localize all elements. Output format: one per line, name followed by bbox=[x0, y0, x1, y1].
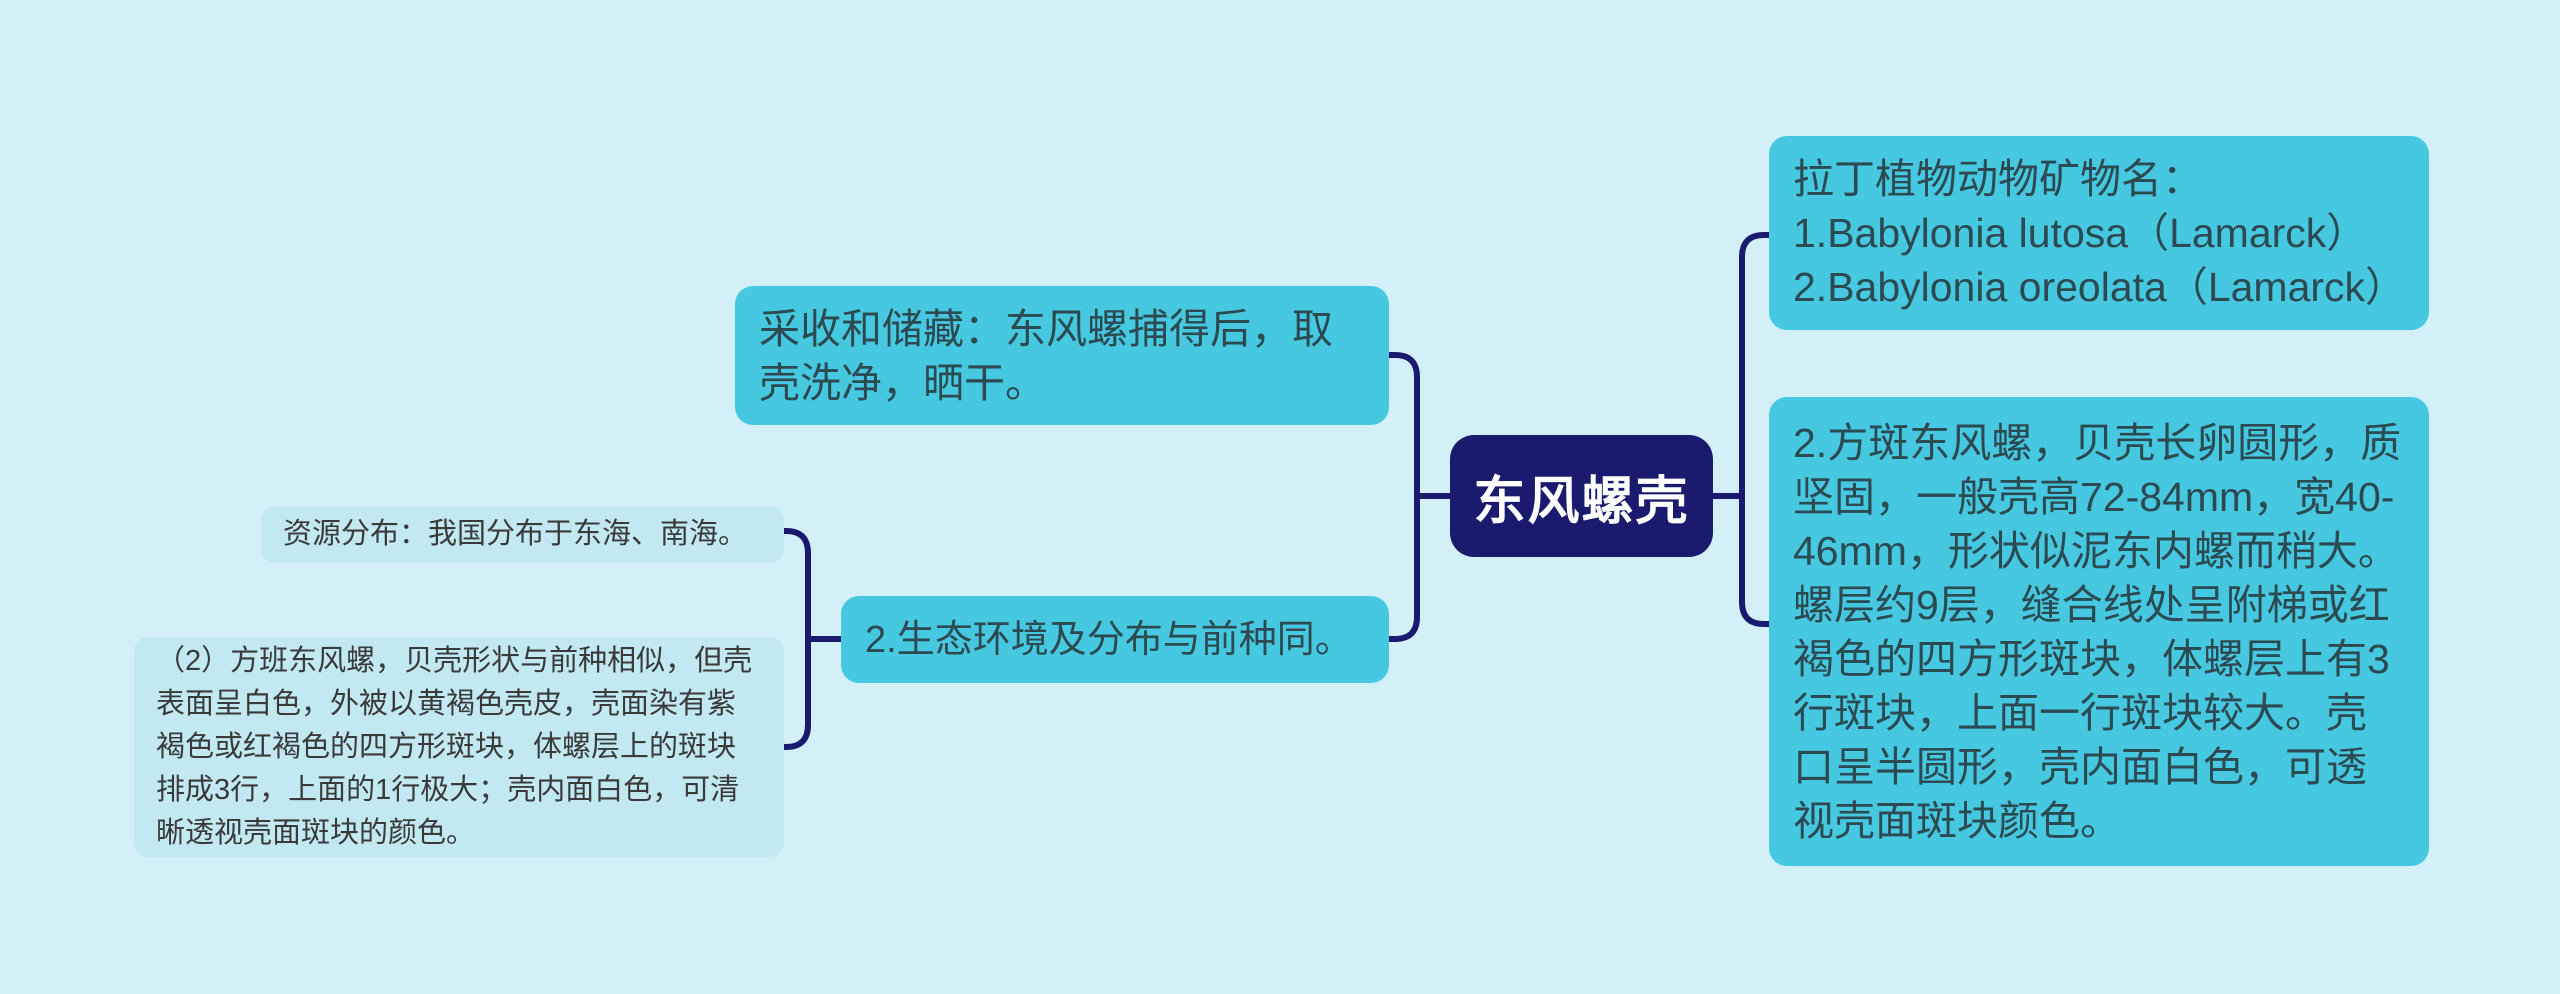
node-resource-distribution-text: 资源分布：我国分布于东海、南海。 bbox=[283, 518, 748, 550]
node-ecology-text: 2.生态环境及分布与前种同。 bbox=[865, 618, 1353, 661]
node-ecology[interactable]: 2.生态环境及分布与前种同。 bbox=[841, 596, 1389, 683]
connector-left-bracket bbox=[1385, 352, 1420, 642]
node-harvest-storage-text: 采收和储藏：东风螺捕得后，取壳洗净，晒干。 bbox=[759, 305, 1333, 406]
connector-right-bracket bbox=[1739, 232, 1775, 627]
node-resource-distribution[interactable]: 资源分布：我国分布于东海、南海。 bbox=[261, 506, 784, 563]
node-latin-name[interactable]: 拉丁植物动物矿物名：1.Babylonia lutosa（Lamarck）2.B… bbox=[1769, 136, 2429, 330]
node-latin-name-text: 拉丁植物动物矿物名：1.Babylonia lutosa（Lamarck）2.B… bbox=[1793, 156, 2407, 310]
node-species-description-text: 2.方斑东风螺，贝壳长卵圆形，质坚固，一般壳高72-84mm，宽40-46mm，… bbox=[1793, 419, 2402, 844]
node-variant-description-text: （2）方班东风螺，贝壳形状与前种相似，但壳表面呈白色，外被以黄褐色壳皮，壳面染有… bbox=[156, 644, 753, 849]
connector-ecology-bracket bbox=[780, 528, 811, 750]
node-harvest-storage[interactable]: 采收和储藏：东风螺捕得后，取壳洗净，晒干。 bbox=[735, 286, 1389, 425]
root-node-label: 东风螺壳 bbox=[1473, 472, 1690, 531]
node-variant-description[interactable]: （2）方班东风螺，贝壳形状与前种相似，但壳表面呈白色，外被以黄褐色壳皮，壳面染有… bbox=[134, 637, 784, 857]
node-species-description[interactable]: 2.方斑东风螺，贝壳长卵圆形，质坚固，一般壳高72-84mm，宽40-46mm，… bbox=[1769, 397, 2429, 866]
root-node[interactable]: 东风螺壳 bbox=[1450, 435, 1713, 557]
